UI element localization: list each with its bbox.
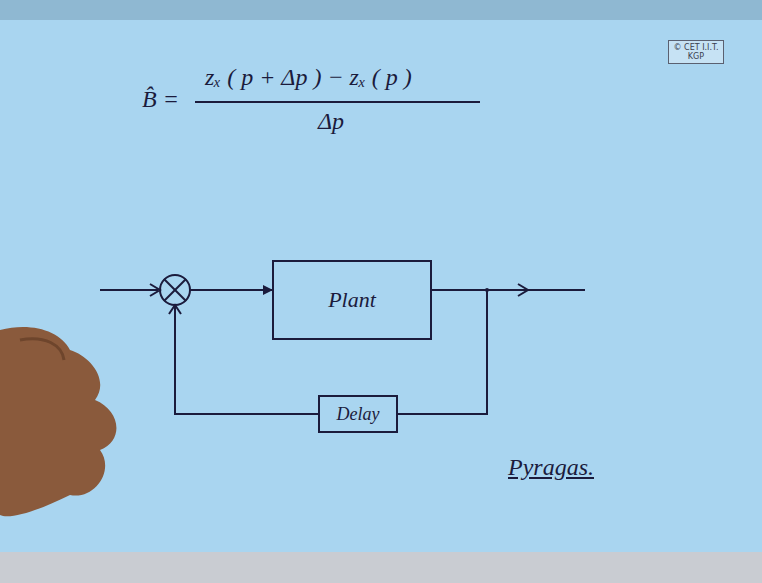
arrow-head bbox=[150, 284, 160, 296]
delay-box: Delay bbox=[318, 395, 398, 433]
junction-cross bbox=[164, 279, 186, 301]
hand-crease bbox=[20, 339, 64, 360]
summing-junction bbox=[160, 275, 190, 305]
node-label: Plant bbox=[328, 287, 376, 313]
formula-lhs: B̂ = bbox=[142, 86, 179, 113]
signal-connector bbox=[398, 290, 487, 414]
paper-edge bbox=[0, 0, 762, 20]
input-line bbox=[100, 289, 158, 291]
process-box: Plant bbox=[272, 260, 432, 340]
arrow-head bbox=[518, 284, 528, 296]
watermark-logo: © CET I.I.T. KGP bbox=[668, 40, 724, 64]
fraction-bar bbox=[195, 101, 480, 103]
output-line bbox=[487, 289, 585, 291]
desk-strip bbox=[0, 552, 762, 583]
formula-denominator: Δp bbox=[318, 108, 344, 135]
signal-connector bbox=[175, 290, 318, 414]
node-label: Delay bbox=[337, 404, 380, 425]
junction-cross bbox=[164, 279, 186, 301]
hand bbox=[0, 327, 116, 516]
note-text: Pyragas. bbox=[508, 454, 594, 481]
formula-numerator: zₓ ( p + Δp ) − zₓ ( p ) bbox=[205, 64, 412, 91]
